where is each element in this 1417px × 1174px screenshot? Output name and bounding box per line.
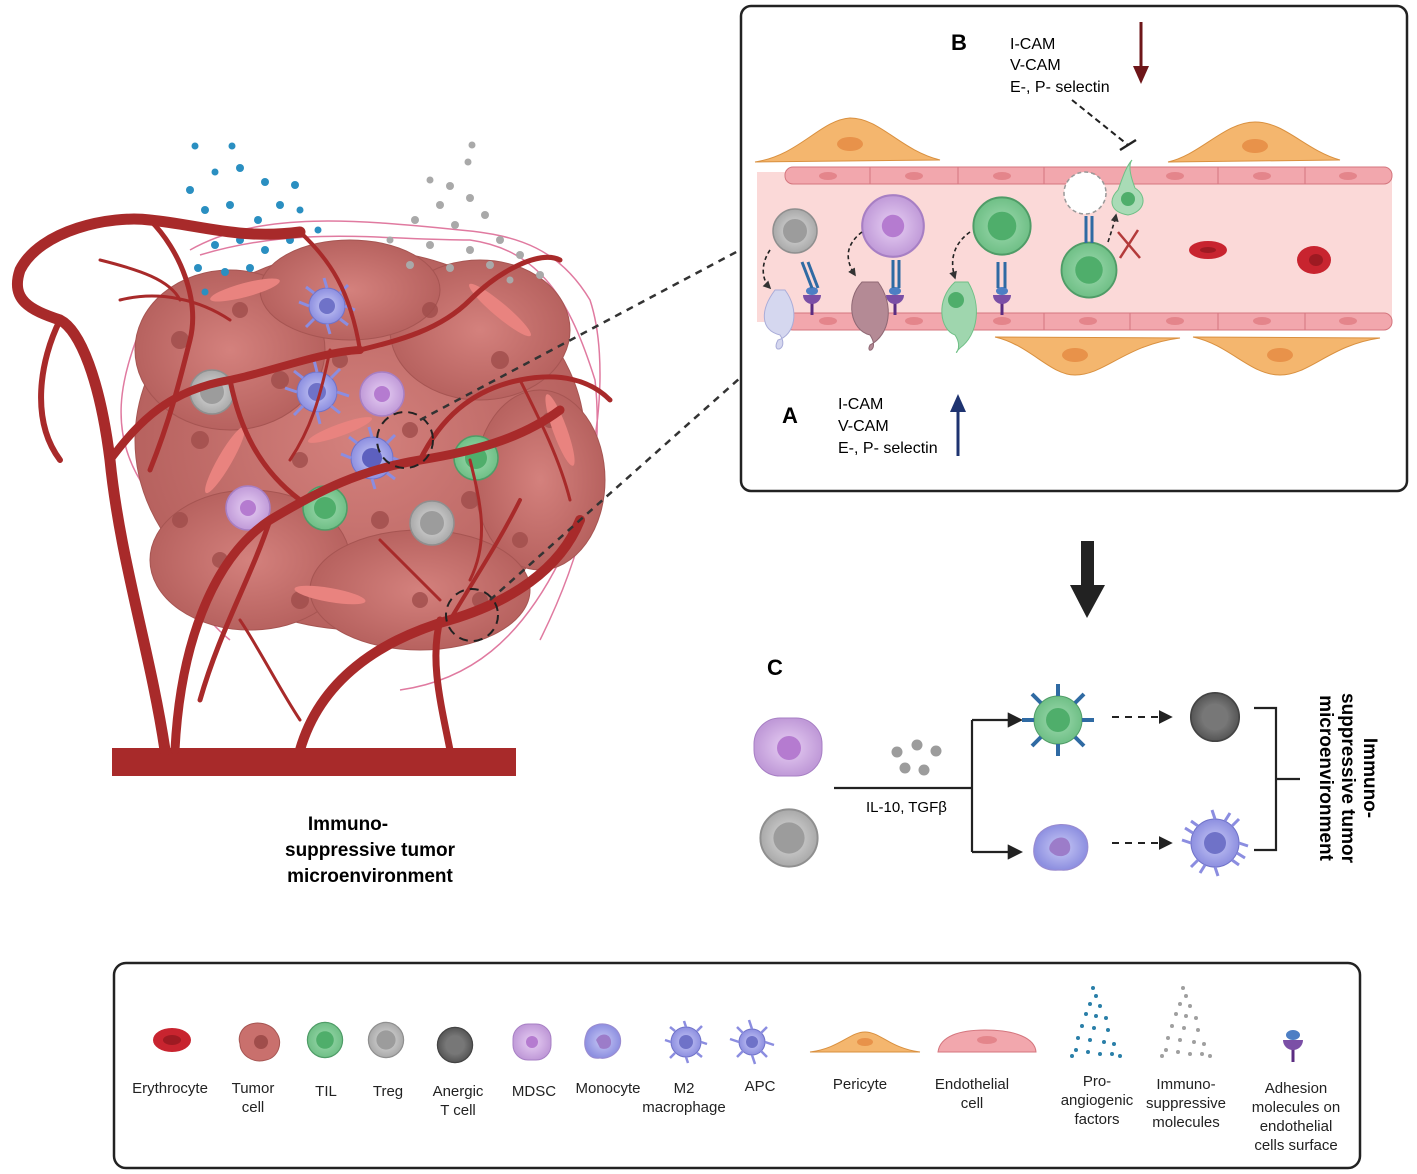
legend-label-mdsc-line1: MDSC	[512, 1083, 556, 1100]
endothelium-bottom	[784, 312, 1393, 331]
side-label: Immuno- suppressive tumor microenvironme…	[1315, 693, 1380, 864]
legend-label-m2-macrophage-line2: macrophage	[642, 1099, 725, 1116]
big-down-arrow	[1070, 541, 1105, 618]
side-label-line3: microenvironment	[1315, 695, 1336, 861]
molecules-a-icam: I-CAM	[838, 396, 883, 413]
treg-large	[759, 808, 819, 868]
label-a: A	[782, 403, 798, 428]
molecules-a-vcam: V-CAM	[838, 418, 889, 435]
legend-monocyte-icon	[584, 1023, 622, 1059]
legend-apc-icon	[729, 1019, 775, 1065]
legend-labels: Erythrocyte Tumor cell TIL Treg Anergic T cell…	[132, 1073, 1340, 1154]
legend-label-anergic-t-cell-line2: T cell	[440, 1102, 476, 1119]
legend-adhesion-molecules-icon	[1283, 1030, 1303, 1062]
til-in-vessel	[972, 196, 1032, 256]
legend-endothelial-cell-icon	[937, 1029, 1037, 1053]
treg-in-vessel	[772, 208, 818, 254]
transmigrating-cells	[763, 159, 1144, 353]
erythrocytes-in-vessel	[1189, 241, 1331, 274]
label-b: B	[951, 30, 967, 55]
legend-label-monocyte-line1: Monocyte	[575, 1080, 640, 1097]
legend-anergic-t-cell-icon	[436, 1026, 474, 1064]
up-arrow-blue	[950, 394, 966, 456]
mdsc-in-vessel	[861, 194, 925, 258]
legend-label-pro-angiogenic-factors-line1: Pro-	[1083, 1073, 1111, 1090]
til-blocked	[1060, 241, 1118, 299]
m2-macrophage-cell	[1181, 809, 1249, 877]
blocked-cross	[1117, 229, 1141, 259]
mdsc-large	[753, 717, 823, 777]
side-label-line1: Immuno-	[1359, 738, 1380, 818]
zoom-circle-upper	[376, 411, 434, 469]
pro-angiogenic-dots	[186, 142, 322, 296]
legend-label-tumor-cell-line1: Tumor	[232, 1080, 275, 1097]
legend-label-pericyte-line1: Pericyte	[833, 1076, 887, 1093]
legend-label-immunosuppressive-molecules-line1: Immuno-	[1156, 1076, 1215, 1093]
legend-label-pro-angiogenic-factors-line3: factors	[1074, 1111, 1119, 1128]
cytokine-dots	[891, 739, 942, 776]
activated-t-cell	[1022, 684, 1094, 756]
legend-m2-macrophage-icon	[664, 1020, 708, 1064]
inhibition-bar	[1119, 138, 1137, 152]
left-caption-line3: microenvironment	[287, 866, 453, 887]
tumor-illustration	[11, 141, 613, 776]
adhesion-molecules	[800, 216, 1094, 315]
molecules-b-selectin: E-, P- selectin	[1010, 79, 1110, 96]
legend-label-endothelial-cell-line2: cell	[961, 1095, 984, 1112]
legend-label-m2-macrophage-line1: M2	[674, 1080, 695, 1097]
legend-label-endothelial-cell-line1: Endothelial	[935, 1076, 1009, 1093]
legend-label-adhesion-molecules-line3: endothelial	[1260, 1118, 1333, 1135]
legend-immunosuppressive-molecules-icon	[1160, 986, 1212, 1058]
legend-mdsc-icon	[512, 1023, 552, 1061]
legend-erythrocyte-icon	[153, 1028, 191, 1052]
left-caption-line1: Immuno-	[308, 814, 388, 835]
monocyte-cell	[1033, 824, 1089, 871]
anergic-t-cell	[1189, 691, 1241, 743]
legend-treg-icon	[367, 1021, 405, 1059]
inhibition-line	[1071, 99, 1129, 146]
legend-label-adhesion-molecules-line4: cells surface	[1254, 1137, 1337, 1154]
legend-label-tumor-cell-line2: cell	[242, 1099, 265, 1116]
legend-label-immunosuppressive-molecules-line3: molecules	[1152, 1114, 1220, 1131]
side-label-line2: suppressive tumor	[1337, 693, 1358, 864]
legend-til-icon	[306, 1021, 344, 1059]
legend-icons	[153, 986, 1303, 1065]
legend-tumor-cell-icon	[238, 1022, 281, 1062]
legend-label-immunosuppressive-molecules-line2: suppressive	[1146, 1095, 1226, 1112]
legend-frame	[112, 961, 1362, 1170]
legend-label-anergic-t-cell-line1: Anergic	[433, 1083, 484, 1100]
cytokines-label: IL-10, TGFβ	[866, 799, 947, 816]
legend-label-apc-line1: APC	[745, 1078, 776, 1095]
legend-label-pro-angiogenic-factors-line2: angiogenic	[1061, 1092, 1134, 1109]
zoom-line-top	[419, 248, 741, 422]
left-caption-line2: suppressive tumor	[285, 840, 456, 861]
molecules-b-icam: I-CAM	[1010, 36, 1055, 53]
legend-label-til-line1: TIL	[315, 1083, 337, 1100]
merge-bracket	[1254, 706, 1300, 852]
blood-vessels	[11, 213, 613, 776]
vessel-section	[754, 99, 1393, 376]
legend-label-adhesion-molecules-line2: molecules on	[1252, 1099, 1340, 1116]
legend-pro-angiogenic-factors-icon	[1070, 986, 1122, 1058]
molecules-a-selectin: E-, P- selectin	[838, 440, 938, 457]
down-arrow-red	[1133, 22, 1149, 84]
empty-cell-placeholder	[1063, 171, 1107, 215]
legend-label-erythrocyte-line1: Erythrocyte	[132, 1080, 208, 1097]
dashed-conversion-arrows	[1112, 710, 1173, 850]
molecules-b-vcam: V-CAM	[1010, 57, 1061, 74]
legend-label-adhesion-molecules-line1: Adhesion	[1265, 1080, 1328, 1097]
label-c: C	[767, 655, 783, 680]
branch-lines	[834, 712, 1024, 860]
zoom-circle-lower	[445, 588, 499, 642]
legend-pericyte-icon	[809, 1031, 921, 1053]
legend-label-treg-line1: Treg	[373, 1083, 403, 1100]
migration-arrows	[762, 213, 1119, 290]
zoom-line-bottom	[489, 377, 741, 601]
immunosuppressive-dots	[386, 141, 544, 284]
